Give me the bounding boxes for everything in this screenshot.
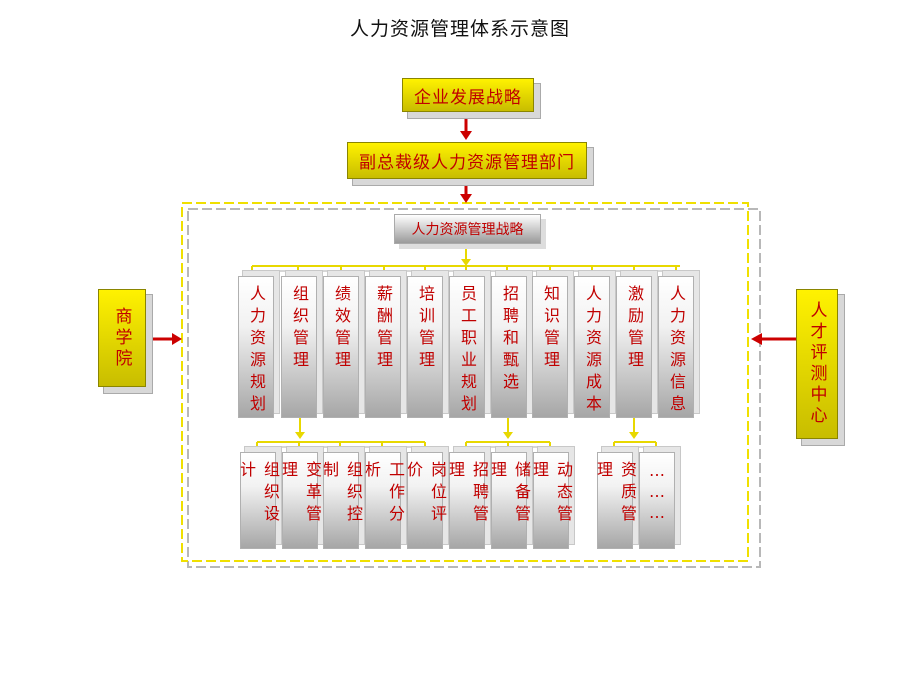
business-school-box: 商学院 [98,289,146,387]
module-label: 人力资源信息 [667,285,686,417]
module-label: 人力资源规划 [247,285,266,417]
page-title: 人力资源管理体系示意图 [349,18,570,40]
module-label: 人力资源成本 [583,285,602,417]
submodule-label: 动态管理 [530,461,573,527]
module-incentive: 激励管理 [616,276,652,418]
submodule-label: 招聘管理 [446,461,489,527]
submodule-job-evaluation: 岗位评价 [404,452,447,549]
submodule-org-design: 组织设计 [237,452,280,549]
submodule-label: 资质管理 [594,461,637,527]
module-performance: 绩效管理 [323,276,359,418]
outer-frame-yellow [181,202,749,562]
talent-assessment-label: 人才评测中心 [806,301,827,427]
module-label: 招聘和甄选 [500,285,519,395]
module-label: 员工职业规划 [458,285,477,417]
submodule-reserve-mgmt: 储备管理 [488,452,531,549]
module-knowledge: 知识管理 [532,276,568,418]
module-label: 组织管理 [290,285,309,373]
submodule-label: 储备管理 [488,461,531,527]
submodule-label: 组织设计 [237,461,280,527]
module-label: 薪酬管理 [374,285,393,373]
submodule-recruit-mgmt: 招聘管理 [446,452,489,549]
submodule-ellipsis: ……… [639,452,675,549]
submodule-org-control: 组织控制 [320,452,363,549]
module-label: 激励管理 [625,285,644,373]
enterprise-strategy-box: 企业发展战略 [402,78,534,112]
module-compensation: 薪酬管理 [365,276,401,418]
module-career-planning: 员工职业规划 [449,276,485,418]
hr-department-box: 副总裁级人力资源管理部门 [347,142,587,179]
module-recruitment: 招聘和甄选 [491,276,527,418]
talent-assessment-box: 人才评测中心 [796,289,838,439]
outer-frame-gray [187,208,761,568]
module-label: 培训管理 [416,285,435,373]
module-hr-cost: 人力资源成本 [574,276,610,418]
submodule-change-mgmt: 变革管理 [279,452,322,549]
module-hr-planning: 人力资源规划 [238,276,274,418]
module-label: 绩效管理 [332,285,351,373]
submodule-label: 岗位评价 [404,461,447,527]
hr-strategy-box: 人力资源管理战略 [394,214,541,244]
submodule-qualification-mgmt: 资质管理 [594,452,637,549]
submodule-label: ……… [647,461,667,524]
module-hr-information: 人力资源信息 [658,276,694,418]
submodule-label: 变革管理 [279,461,322,527]
submodule-job-analysis: 工作分析 [362,452,405,549]
module-label: 知识管理 [541,285,560,373]
business-school-label: 商学院 [111,306,132,370]
submodule-dynamic-mgmt: 动态管理 [530,452,573,549]
module-organization: 组织管理 [281,276,317,418]
submodule-label: 工作分析 [362,461,405,527]
module-training: 培训管理 [407,276,443,418]
submodule-label: 组织控制 [320,461,363,527]
